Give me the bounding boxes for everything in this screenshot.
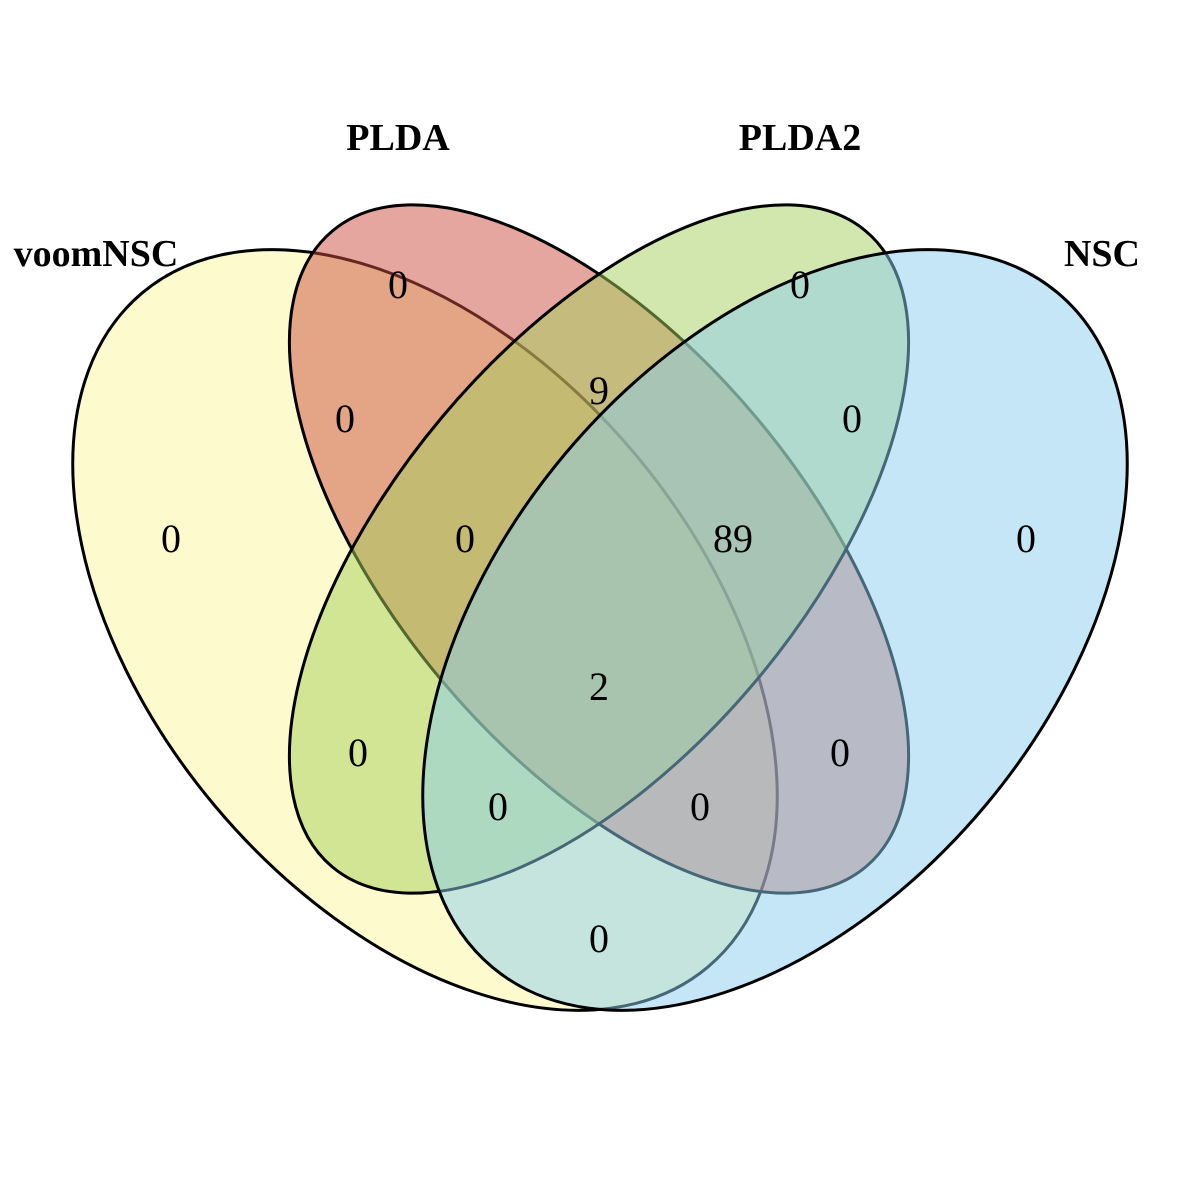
count-voomNSC-PLDA2: 0 bbox=[348, 730, 368, 775]
count-voomNSC-PLDA: 0 bbox=[335, 396, 355, 441]
count-NSC-only: 0 bbox=[1016, 516, 1036, 561]
count-PLDA-PLDA2: 9 bbox=[589, 368, 609, 413]
label-PLDA: PLDA bbox=[346, 117, 450, 159]
count-PLDA-NSC: 0 bbox=[830, 730, 850, 775]
count-voomNSC-PLDA-NSC: 0 bbox=[690, 784, 710, 829]
count-voomNSC-PLDA-PLDA2: 0 bbox=[455, 516, 475, 561]
count-all-four: 2 bbox=[589, 664, 609, 709]
count-PLDA-PLDA2-NSC: 89 bbox=[713, 516, 753, 561]
count-PLDA2-NSC: 0 bbox=[842, 396, 862, 441]
count-PLDA2-only: 0 bbox=[790, 262, 810, 307]
label-PLDA2: PLDA2 bbox=[739, 117, 861, 159]
count-voomNSC-NSC: 0 bbox=[589, 916, 609, 961]
label-voomNSC: voomNSC bbox=[14, 233, 179, 275]
ellipse-NSC bbox=[421, 248, 1129, 1012]
label-NSC: NSC bbox=[1064, 233, 1140, 275]
count-PLDA-only: 0 bbox=[388, 262, 408, 307]
count-voomNSC-PLDA2-NSC: 0 bbox=[488, 784, 508, 829]
count-voomNSC-only: 0 bbox=[161, 516, 181, 561]
